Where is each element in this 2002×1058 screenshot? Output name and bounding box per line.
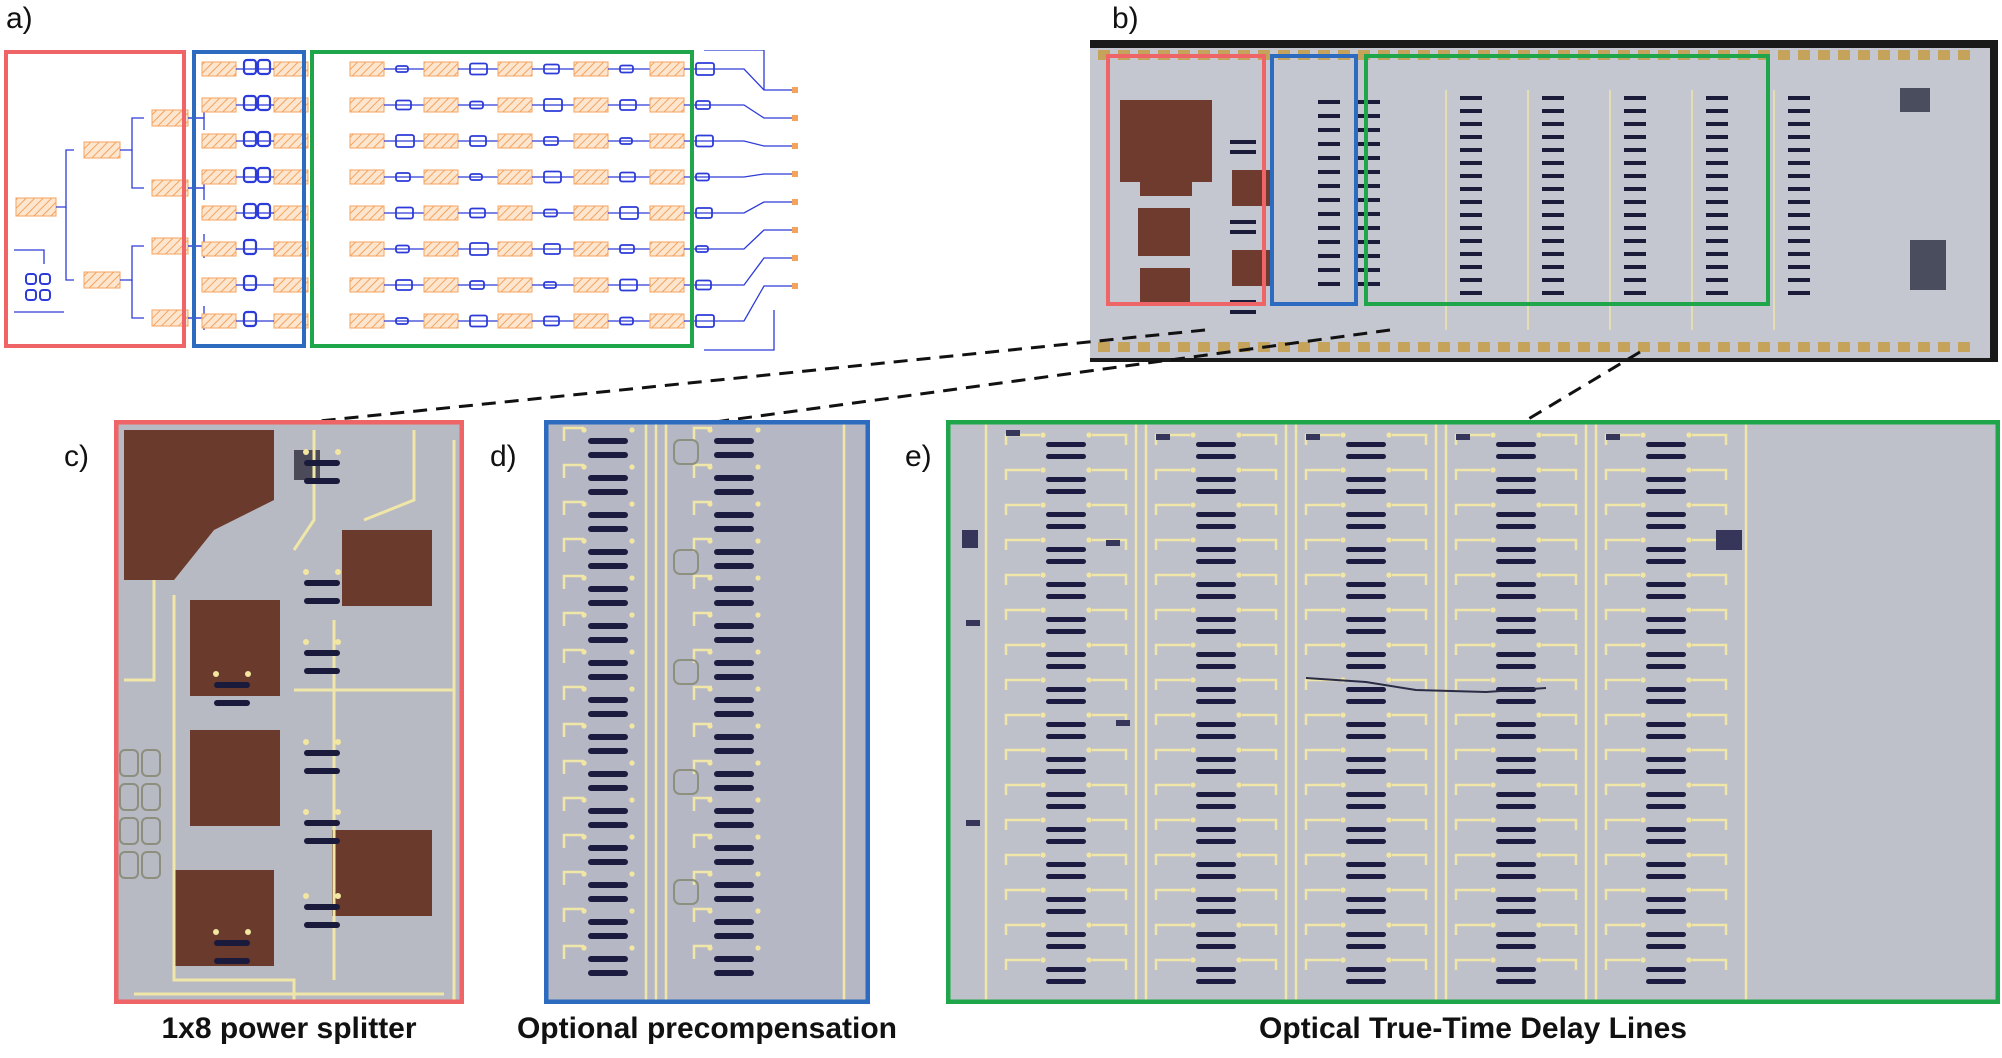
- layout-schematic: [4, 50, 1028, 362]
- panel-label-d: d): [490, 440, 517, 473]
- panel-label-b: b): [1112, 2, 1139, 35]
- splitter-zoom: [114, 420, 464, 1004]
- panel-label-a: a): [6, 2, 33, 35]
- caption-delay-lines: Optical True-Time Delay Lines: [1259, 1012, 1687, 1045]
- panel-label-e: e): [905, 440, 932, 473]
- panel-label-c: c): [64, 440, 89, 473]
- caption-precompensation: Optional precompensation: [516, 1012, 898, 1045]
- chip-micrograph: [1090, 40, 1998, 362]
- delay-lines-zoom: [946, 420, 2000, 1004]
- caption-power-splitter: 1x8 power splitter: [161, 1012, 417, 1045]
- precompensation-zoom: [544, 420, 870, 1004]
